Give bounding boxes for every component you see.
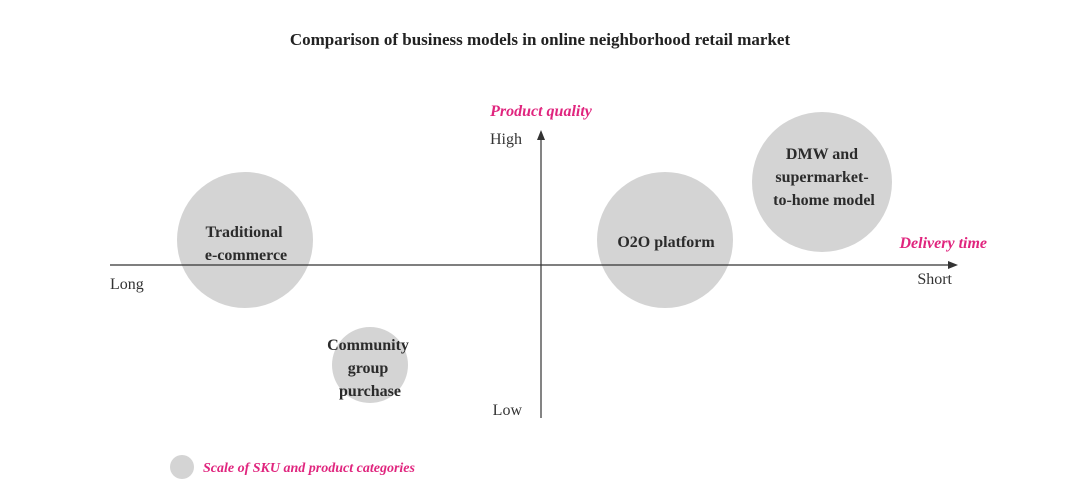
label-line: Community	[327, 337, 409, 354]
label-line: e-commerce	[205, 247, 287, 264]
label-line: to-home model	[773, 192, 875, 209]
x-axis-title: Delivery time	[898, 235, 987, 252]
y-axis-title: Product quality	[489, 103, 593, 120]
legend-label: Scale of SKU and product categories	[203, 461, 415, 476]
label-line: Traditional	[205, 224, 283, 241]
label-community-group-purchase: Community group purchase	[327, 337, 413, 400]
legend: Scale of SKU and product categories	[170, 455, 415, 479]
label-o2o-platform: O2O platform	[617, 234, 715, 251]
label-line: DMW and	[786, 146, 858, 163]
label-traditional-ecommerce: Traditional e-commerce	[205, 224, 287, 264]
y-axis-bottom-end-label: Low	[493, 402, 523, 419]
x-axis-left-end-label: Long	[110, 276, 144, 293]
label-line: supermarket-	[775, 169, 868, 186]
label-line: O2O platform	[617, 234, 715, 251]
x-axis-right-end-label: Short	[917, 271, 952, 288]
legend-bubble-swatch	[170, 455, 194, 479]
bubble-dmw-supermarket-to-home	[752, 112, 892, 252]
label-line: group	[348, 360, 389, 377]
y-axis-top-end-label: High	[490, 131, 522, 148]
diagram-title: Comparison of business models in online …	[290, 30, 791, 49]
bubble-o2o-platform	[597, 172, 733, 308]
label-dmw-supermarket-to-home: DMW and supermarket- to-home model	[773, 146, 875, 209]
bubble-traditional-ecommerce	[177, 172, 313, 308]
bubble-community-group-purchase	[332, 327, 408, 403]
label-line: purchase	[339, 383, 401, 400]
y-axis-arrowhead	[537, 130, 545, 140]
x-axis-arrowhead	[948, 261, 958, 269]
